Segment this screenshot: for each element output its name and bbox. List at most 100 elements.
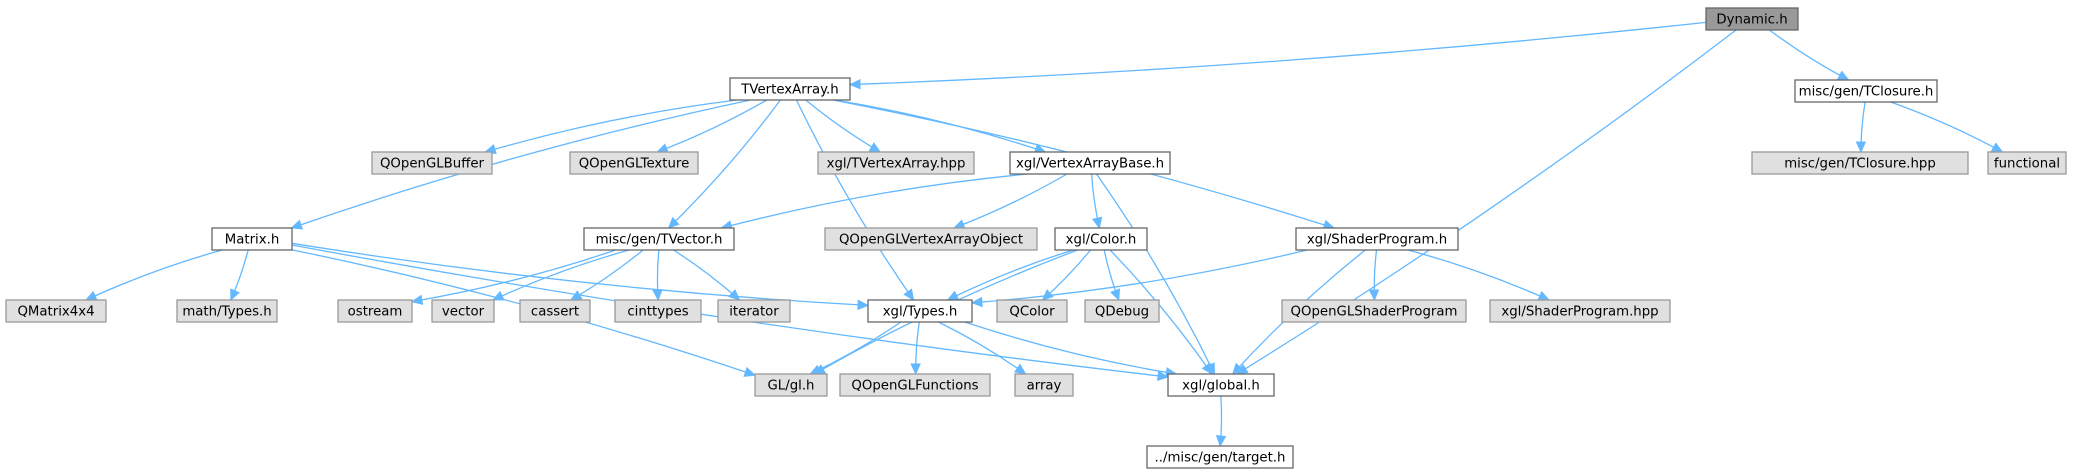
node-box-tvertexarray [729,77,851,101]
node-shaderprogram[interactable]: xgl/ShaderProgram.h [1295,227,1459,251]
node-mathtypes: math/Types.h [176,299,278,323]
node-label-mathtypes: math/Types.h [182,305,271,320]
node-label-global: xgl/global.h [1182,379,1260,394]
node-label-shaderprogram: xgl/ShaderProgram.h [1307,233,1447,248]
edge-tvertexarray-to-qoglbuffer [484,99,737,155]
node-tvertexarray[interactable]: TVertexArray.h [729,77,851,101]
edge-tvertexarray-to-matrix [290,99,751,230]
edge-shaderprogram-to-shaderprogram_hpp [1407,249,1551,301]
edge-tvector-to-ostream [410,249,616,306]
node-label-cinttypes: cinttypes [627,305,688,320]
node-color[interactable]: xgl/Color.h [1054,227,1148,251]
node-glgl: GL/gl.h [754,373,828,397]
node-box-iterator [717,299,791,323]
node-qmatrix4x4: QMatrix4x4 [5,299,107,323]
node-box-cassert [519,299,591,323]
node-dynamic[interactable]: Dynamic.h [1705,7,1799,31]
node-label-ostream: ostream [348,305,403,320]
edge-tvector-to-vector [491,249,630,301]
node-tvertexarray_hpp: xgl/TVertexArray.hpp [817,151,975,175]
edge-shaderprogram-to-qoglshaderprogram [1368,249,1380,302]
node-shaderprogram_hpp: xgl/ShaderProgram.hpp [1489,299,1671,323]
edge-vertexarraybase-to-qoglvao [952,173,1068,230]
node-tvector[interactable]: misc/gen/TVector.h [583,227,735,251]
node-label-color: xgl/Color.h [1066,233,1137,248]
node-label-shaderprogram_hpp: xgl/ShaderProgram.hpp [1501,305,1658,320]
node-label-cassert: cassert [531,305,579,320]
node-label-qcolor: QColor [1009,305,1055,320]
node-label-target: ../misc/gen/target.h [1155,451,1286,466]
edge-shaderprogram-to-types [970,249,1308,308]
node-box-dynamic [1705,7,1799,31]
node-box-shaderprogram [1295,227,1459,251]
node-box-cinttypes [614,299,702,323]
edge-vertexarraybase-to-color [1090,173,1103,230]
node-label-qogltexture: QOpenGLTexture [579,157,690,172]
node-cinttypes: cinttypes [614,299,702,323]
node-label-dynamic: Dynamic.h [1716,13,1787,28]
node-label-tclosure_h: misc/gen/TClosure.h [1799,85,1934,100]
node-label-tvertexarray_hpp: xgl/TVertexArray.hpp [827,157,966,172]
node-box-qoglfunctions [839,373,991,397]
edge-tclosure_h-to-functional [1890,101,2004,153]
edge-matrix-to-types [291,242,870,311]
edge-dynamic-to-tclosure_h [1769,29,1850,81]
node-vertexarraybase[interactable]: xgl/VertexArrayBase.h [1009,151,1171,175]
edge-color-to-qdebug [1103,249,1120,302]
edge-color-to-global [1109,249,1213,375]
node-types[interactable]: xgl/Types.h [867,299,973,323]
edge-tvector-to-iterator [673,249,741,301]
node-qoglvao: QOpenGLVertexArrayObject [824,227,1038,251]
node-label-qoglbuffer: QOpenGLBuffer [380,157,485,172]
node-functional: functional [1987,151,2067,175]
node-qoglshaderprogram: QOpenGLShaderProgram [1281,299,1467,323]
node-box-target [1146,445,1294,469]
node-box-functional [1987,151,2067,175]
node-global[interactable]: xgl/global.h [1167,373,1275,397]
node-box-qoglbuffer [371,151,493,175]
node-box-array [1014,373,1074,397]
edge-matrix-to-mathtypes [230,249,249,302]
edge-global-to-target [1215,395,1227,448]
node-box-vertexarraybase [1009,151,1171,175]
node-box-qoglvao [824,227,1038,251]
edge-tvertexarray-to-types [795,99,915,301]
node-box-qmatrix4x4 [5,299,107,323]
node-label-functional: functional [1994,157,2060,172]
node-box-mathtypes [176,299,278,323]
node-box-qoglshaderprogram [1281,299,1467,323]
edge-color-to-types [946,249,1074,301]
node-label-tvector: misc/gen/TVector.h [596,233,723,248]
edge-types-to-array [938,321,1027,375]
node-box-shaderprogram_hpp [1489,299,1671,323]
node-label-qoglfunctions: QOpenGLFunctions [851,379,978,394]
node-label-glgl: GL/gl.h [768,379,815,394]
node-array: array [1014,373,1074,397]
edge-tclosure_h-to-tclosure_hpp [1855,101,1867,154]
node-qcolor: QColor [996,299,1068,323]
node-qoglfunctions: QOpenGLFunctions [839,373,991,397]
edge-types-to-qoglfunctions [910,321,921,376]
node-matrix[interactable]: Matrix.h [211,227,293,251]
node-label-types: xgl/Types.h [883,305,958,320]
edge-tvertexarray-to-qogltexture [656,99,768,154]
node-cassert: cassert [519,299,591,323]
node-label-iterator: iterator [729,305,779,320]
node-box-tclosure_h [1794,79,1938,103]
node-box-qdebug [1084,299,1160,323]
node-box-color [1054,227,1148,251]
node-target[interactable]: ../misc/gen/target.h [1146,445,1294,469]
node-vector: vector [431,299,495,323]
node-box-global [1167,373,1275,397]
node-label-qdebug: QDebug [1095,305,1149,320]
node-tclosure_h[interactable]: misc/gen/TClosure.h [1794,79,1938,103]
node-iterator: iterator [717,299,791,323]
node-label-tclosure_hpp: misc/gen/TClosure.hpp [1784,157,1936,172]
node-qoglbuffer: QOpenGLBuffer [371,151,493,175]
node-box-types [867,299,973,323]
node-ostream: ostream [337,299,413,323]
node-label-qoglshaderprogram: QOpenGLShaderProgram [1291,305,1458,320]
edge-vertexarraybase-to-global [1095,173,1216,376]
